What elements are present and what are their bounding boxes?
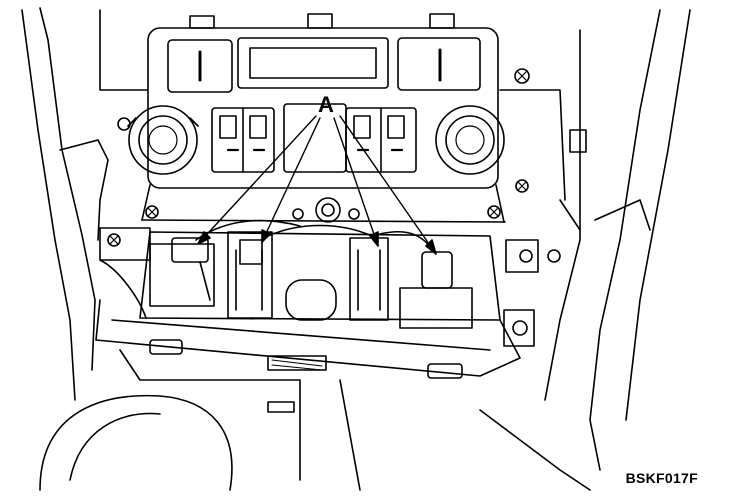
climate-control-unit	[117, 13, 587, 223]
connector	[227, 231, 273, 319]
connector-bay	[99, 197, 501, 329]
callout-letter: A	[318, 92, 334, 117]
temperature-knob-left	[127, 105, 199, 175]
screw	[514, 68, 530, 84]
mounting-clip	[307, 13, 333, 29]
figure-code: BSKF017F	[625, 470, 698, 486]
mounting-clip	[189, 15, 215, 29]
top-right-button	[397, 37, 481, 91]
connector	[349, 237, 389, 321]
mounting-clip	[429, 13, 455, 29]
lower-console	[39, 349, 361, 491]
connector	[149, 243, 215, 307]
connector	[285, 279, 337, 321]
callout-a: A	[197, 92, 437, 255]
display-panel	[237, 37, 389, 89]
vent	[267, 355, 327, 371]
screw	[515, 179, 529, 193]
lower-bezel	[95, 239, 561, 379]
temperature-knob-right	[435, 105, 505, 175]
screw	[145, 205, 159, 219]
top-left-button	[167, 39, 233, 93]
screw	[487, 205, 501, 219]
connector	[399, 287, 473, 329]
button-cluster-center	[283, 103, 347, 173]
dashboard-outline	[21, 7, 691, 491]
